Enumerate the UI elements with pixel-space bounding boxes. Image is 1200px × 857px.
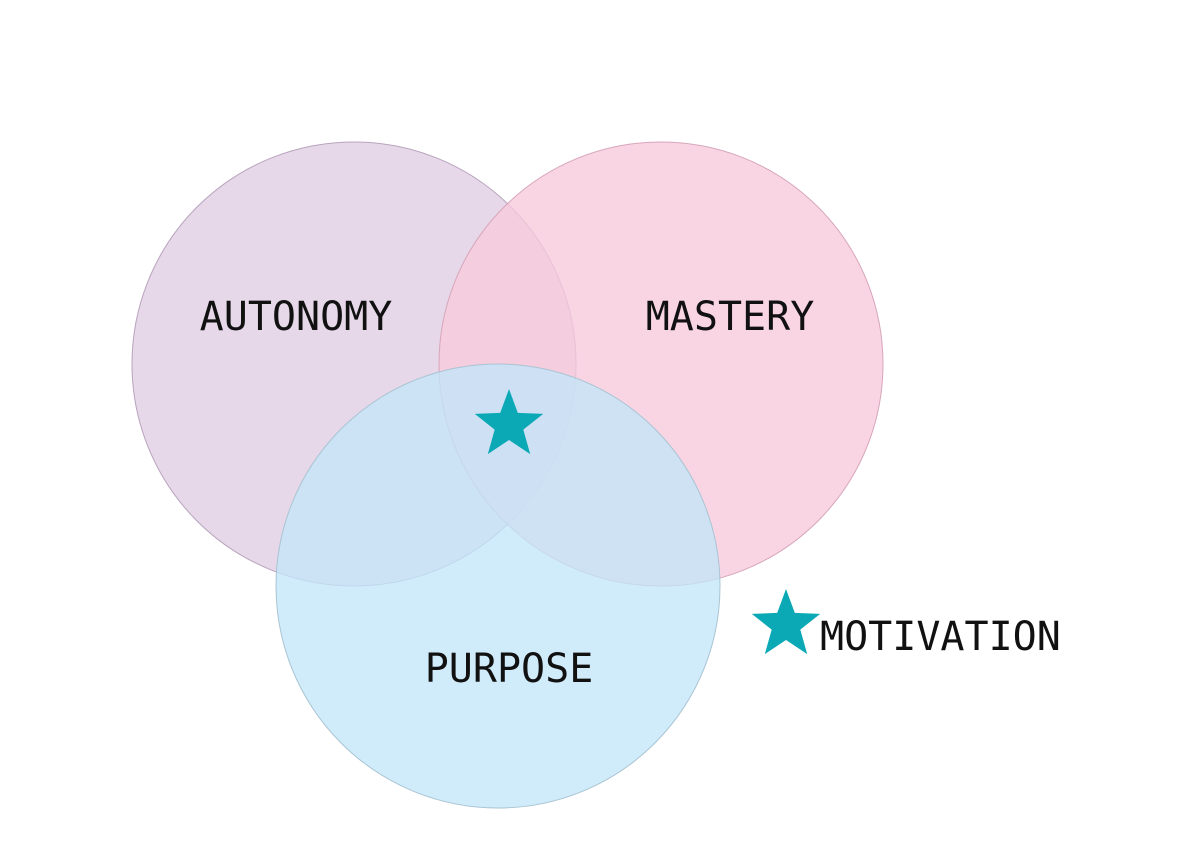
- legend-star-icon: [751, 589, 821, 655]
- legend-label: MOTIVATION: [820, 614, 1061, 660]
- legend: MOTIVATION: [751, 589, 1061, 660]
- mastery-label: MASTERY: [646, 294, 815, 340]
- center-star-icon: [474, 389, 544, 455]
- purpose-circle: [275, 363, 721, 809]
- purpose-label: PURPOSE: [425, 646, 594, 692]
- autonomy-label: AUTONOMY: [200, 294, 393, 340]
